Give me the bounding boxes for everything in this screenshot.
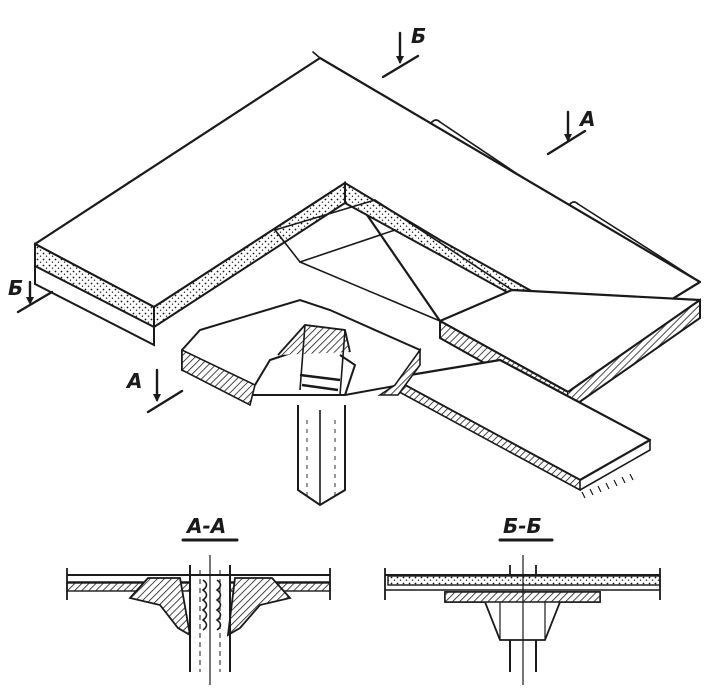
section-marker-a-upper: А [546, 107, 595, 156]
section-marker-a-left: А [125, 368, 184, 414]
section-marker-a-left-label: А [125, 369, 142, 393]
section-a-a: А-А [66, 514, 331, 685]
column [297, 405, 346, 507]
section-marker-b-upper-label: Б [411, 24, 426, 48]
column-capital [181, 298, 422, 407]
section-b-b-title: Б-Б [503, 514, 542, 538]
section-marker-b-left: Б [8, 276, 54, 314]
section-marker-b-left-label: Б [8, 276, 23, 300]
section-b-b: Б-Б [384, 514, 661, 685]
section-a-a-title: А-А [185, 514, 226, 538]
slab-joint-lines [274, 199, 513, 322]
isometric-view: А Б Б А [8, 24, 702, 507]
section-marker-b-upper: Б [381, 24, 426, 79]
section-marker-a-upper-label: А [578, 107, 595, 131]
